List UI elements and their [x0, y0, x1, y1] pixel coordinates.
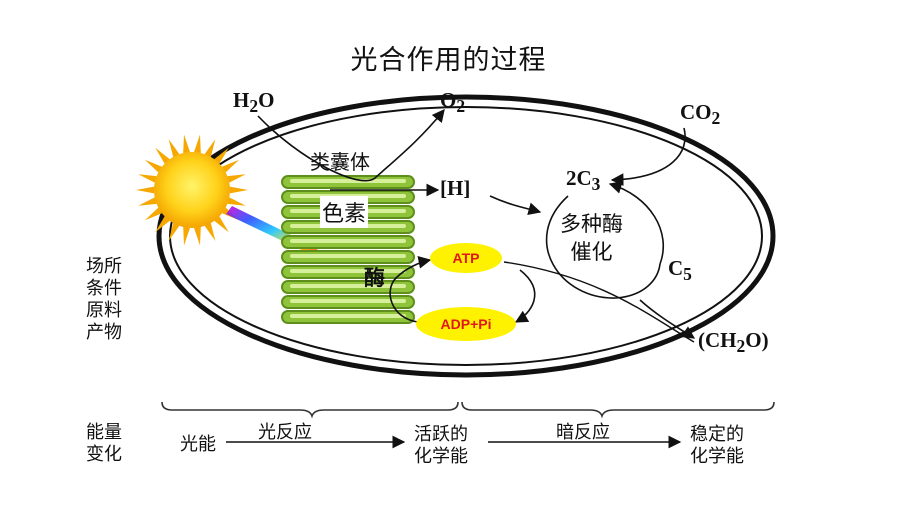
- side-label-1: 条件: [86, 278, 122, 299]
- sun-ray: [144, 159, 162, 173]
- sun-ray: [194, 134, 201, 153]
- sun-ray: [144, 207, 162, 221]
- sun-ray: [138, 174, 157, 183]
- arrow-h2o-to-o2: [257, 109, 445, 182]
- active-chem-energy-label: 活跃的 化学能: [414, 424, 468, 468]
- sun-ray: [222, 159, 240, 173]
- side-labels-top: 场所条件原料产物: [86, 256, 122, 344]
- energy-side-label-0: 能量: [86, 422, 122, 443]
- arrow-atp-to-adp: [514, 269, 536, 323]
- enzyme-label: 酶: [364, 266, 385, 290]
- stable-chem-line2: 化学能: [690, 446, 744, 467]
- side-label-2: 原料: [86, 300, 122, 321]
- dark-reaction-label: 暗反应: [556, 422, 610, 443]
- brace-dark-reaction: [461, 401, 775, 419]
- sun-ray: [194, 227, 201, 246]
- sun-ray: [204, 223, 216, 241]
- stable-chem-energy-label: 稳定的 化学能: [690, 424, 744, 468]
- sun-ray: [183, 134, 190, 153]
- o2-label: O2: [440, 88, 466, 117]
- sun-ray: [168, 223, 180, 241]
- active-chem-line1: 活跃的: [414, 424, 468, 445]
- c3-label: 2C3: [566, 166, 601, 195]
- sun-ray: [229, 186, 248, 194]
- brace-light-reaction: [161, 401, 459, 419]
- sun-ray: [155, 147, 170, 164]
- sun-icon: [136, 134, 248, 246]
- thylakoid-disc-highlight: [290, 299, 406, 303]
- arrow-atp-to-ch2o: [503, 261, 695, 343]
- energy-side-label-1: 变化: [86, 444, 122, 465]
- stable-chem-line1: 稳定的: [690, 424, 744, 445]
- sun-ray: [214, 147, 229, 164]
- side-label-3: 产物: [86, 322, 122, 343]
- chloroplast-outer-membrane: [156, 94, 776, 378]
- atp-pill: [430, 243, 502, 273]
- sun-ray: [227, 174, 246, 183]
- thylakoid-disc-highlight: [290, 284, 406, 288]
- diagram-title: 光合作用的过程: [350, 45, 547, 76]
- side-label-0: 场所: [86, 256, 122, 277]
- atp-label: ATP: [452, 250, 480, 266]
- sun-ray: [168, 139, 180, 157]
- multi-enzyme-label: 多种酶 催化: [560, 210, 623, 266]
- thylakoid-disc-highlight: [290, 269, 406, 273]
- ch2o-label: (CH2O): [698, 328, 769, 357]
- pigment-label: 色素: [320, 196, 369, 228]
- thylakoid-label: 类囊体: [310, 150, 370, 174]
- light-energy-label: 光能: [180, 434, 216, 455]
- h-label: [H]: [440, 176, 471, 200]
- sun-ray: [136, 186, 155, 194]
- calvin-cycle-circle: [545, 195, 661, 299]
- sun-ray: [155, 216, 170, 233]
- co2-label: CO2: [680, 100, 721, 129]
- arrow-co2-to-c3: [610, 127, 686, 187]
- thylakoid-disc-highlight: [290, 314, 406, 318]
- sun-ray: [138, 197, 157, 206]
- thylakoid-disc-highlight: [290, 254, 406, 258]
- multi-enzyme-line2: 催化: [570, 240, 613, 264]
- arrow-h-to-cycle: [489, 195, 542, 215]
- multi-enzyme-line1: 多种酶: [560, 212, 623, 236]
- arrow-c5-to-c3: [608, 181, 665, 265]
- adp-pill: [416, 307, 516, 341]
- sun-ray: [204, 139, 216, 157]
- thylakoid-disc-highlight: [290, 179, 406, 183]
- arrow-adp-to-atp: [389, 255, 432, 323]
- side-labels-energy: 能量变化: [86, 422, 122, 466]
- c5-label: C5: [668, 256, 692, 285]
- thylakoid-disc-highlight: [290, 239, 406, 243]
- h2o-label: H2O: [233, 88, 275, 117]
- sun-ray: [183, 227, 190, 246]
- active-chem-line2: 化学能: [414, 446, 468, 467]
- sun-ray: [227, 197, 246, 206]
- light-reaction-label: 光反应: [258, 422, 312, 443]
- adp-pi-label: ADP+Pi: [440, 316, 492, 332]
- arrow-cycle-to-ch2o: [639, 299, 696, 339]
- sun-ray: [214, 216, 229, 233]
